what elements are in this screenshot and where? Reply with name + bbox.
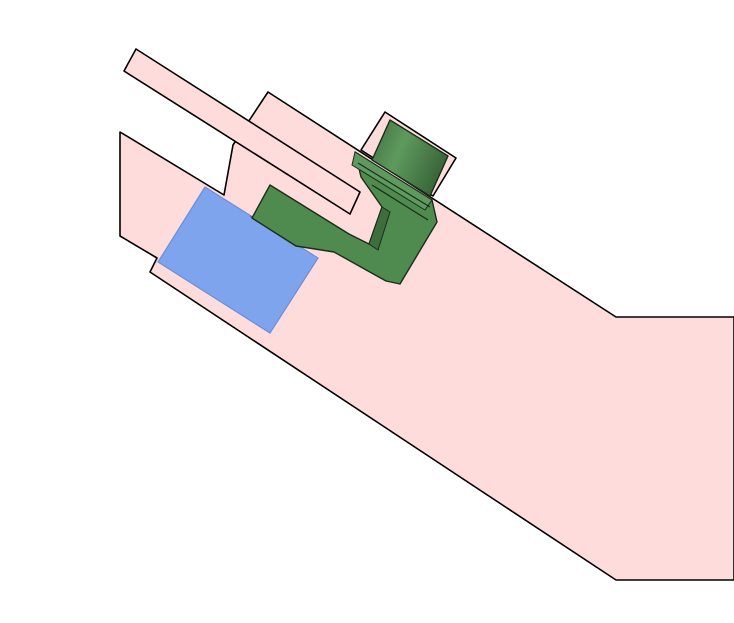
green-cylinder bbox=[371, 119, 449, 197]
upper-arm bbox=[123, 48, 361, 215]
green-bracket-edge-1 bbox=[357, 162, 431, 208]
green-bracket-side-face bbox=[368, 206, 391, 251]
green-bracket-edge-2 bbox=[371, 184, 429, 221]
